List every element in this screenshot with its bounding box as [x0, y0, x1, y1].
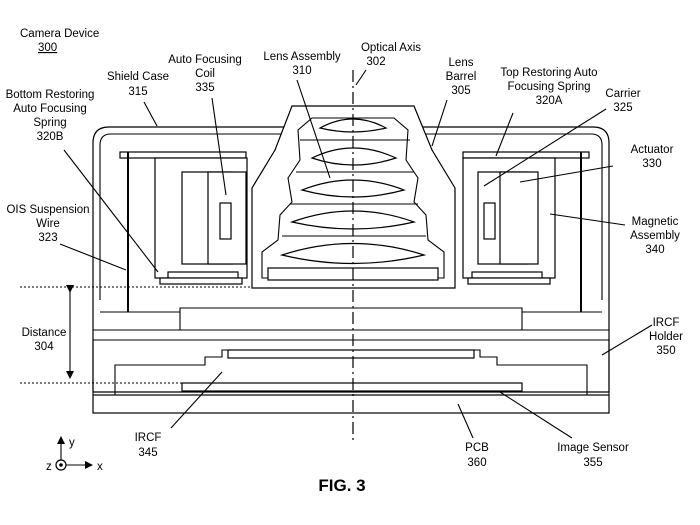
svg-text:Auto Focusing: Auto Focusing: [168, 54, 242, 66]
svg-text:Lens Assembly: Lens Assembly: [263, 51, 341, 63]
axis-x-label: x: [97, 461, 103, 473]
svg-text:IRCF: IRCF: [653, 317, 680, 329]
svg-text:323: 323: [38, 232, 57, 244]
label-ois-wire: OIS Suspension Wire 323: [6, 204, 89, 244]
label-distance: Distance 304: [22, 327, 67, 353]
lens-barrel-inner: [261, 117, 445, 279]
svg-text:320B: 320B: [37, 131, 64, 143]
svg-text:OIS Suspension: OIS Suspension: [6, 204, 89, 216]
pcb: [92, 394, 610, 414]
svg-text:Top Restoring Auto: Top Restoring Auto: [500, 67, 597, 79]
holder-upper: [100, 307, 602, 330]
ircf-holder: [92, 329, 610, 395]
figure-title: FIG. 3: [318, 476, 365, 495]
svg-text:IRCF: IRCF: [135, 432, 162, 444]
svg-text:355: 355: [583, 457, 602, 469]
svg-text:Assembly: Assembly: [630, 230, 680, 242]
svg-text:Image Sensor: Image Sensor: [557, 442, 629, 454]
label-camera-device: Camera Device 300: [20, 28, 99, 54]
svg-text:325: 325: [613, 102, 632, 114]
svg-text:Auto Focusing: Auto Focusing: [13, 103, 87, 115]
coordinate-axes: y x z: [46, 436, 103, 473]
label-shield-case: Shield Case 315: [107, 71, 169, 98]
label-carrier: Carrier 325: [605, 88, 640, 114]
svg-text:340: 340: [645, 244, 664, 256]
image-sensor: [181, 382, 523, 392]
svg-text:Barrel: Barrel: [446, 71, 477, 83]
svg-text:360: 360: [467, 457, 486, 469]
svg-text:304: 304: [34, 341, 54, 353]
axis-z-label: z: [46, 461, 52, 473]
svg-text:Bottom Restoring: Bottom Restoring: [6, 89, 95, 101]
label-actuator: Actuator 330: [631, 144, 674, 170]
svg-text:302: 302: [366, 56, 385, 68]
svg-text:Distance: Distance: [22, 327, 67, 339]
svg-text:Holder: Holder: [649, 331, 683, 343]
label-pcb: PCB 360: [465, 442, 489, 469]
svg-text:350: 350: [656, 345, 675, 357]
svg-text:330: 330: [642, 158, 661, 170]
svg-text:345: 345: [138, 447, 157, 459]
svg-text:Camera Device: Camera Device: [20, 28, 99, 40]
label-optical-axis: Optical Axis 302: [361, 42, 421, 68]
svg-text:305: 305: [451, 85, 470, 97]
ircf: [227, 349, 475, 359]
svg-text:Shield Case: Shield Case: [107, 71, 169, 83]
svg-text:300: 300: [38, 42, 57, 54]
svg-text:335: 335: [195, 82, 214, 94]
svg-text:Actuator: Actuator: [631, 144, 674, 156]
label-lens-barrel: Lens Barrel 305: [446, 57, 477, 97]
svg-text:Lens: Lens: [449, 57, 474, 69]
label-ircf: IRCF 345: [135, 432, 162, 459]
svg-text:Focusing Spring: Focusing Spring: [507, 81, 590, 93]
label-magnetic-assembly: Magnetic Assembly 340: [630, 216, 680, 256]
svg-text:Wire: Wire: [36, 218, 60, 230]
svg-text:PCB: PCB: [465, 442, 489, 454]
axis-y-label: y: [69, 437, 75, 449]
label-top-spring: Top Restoring Auto Focusing Spring 320A: [500, 67, 597, 107]
label-auto-focusing-coil: Auto Focusing Coil 335: [168, 54, 242, 94]
svg-text:320A: 320A: [536, 95, 563, 107]
left-actuator-group: [119, 151, 248, 312]
svg-text:Magnetic: Magnetic: [632, 216, 679, 228]
svg-text:Coil: Coil: [195, 68, 215, 80]
label-ircf-holder: IRCF Holder 350: [649, 317, 683, 357]
svg-text:Spring: Spring: [33, 117, 66, 129]
label-lens-assembly: Lens Assembly 310: [263, 51, 341, 77]
label-bottom-spring: Bottom Restoring Auto Focusing Spring 32…: [6, 89, 95, 143]
svg-text:310: 310: [292, 65, 311, 77]
svg-text:Carrier: Carrier: [605, 88, 640, 100]
svg-text:Optical Axis: Optical Axis: [361, 42, 421, 54]
leader-lines: [59, 69, 653, 439]
label-image-sensor: Image Sensor 355: [557, 442, 629, 469]
right-actuator-group: [462, 151, 590, 312]
svg-text:315: 315: [128, 86, 147, 98]
